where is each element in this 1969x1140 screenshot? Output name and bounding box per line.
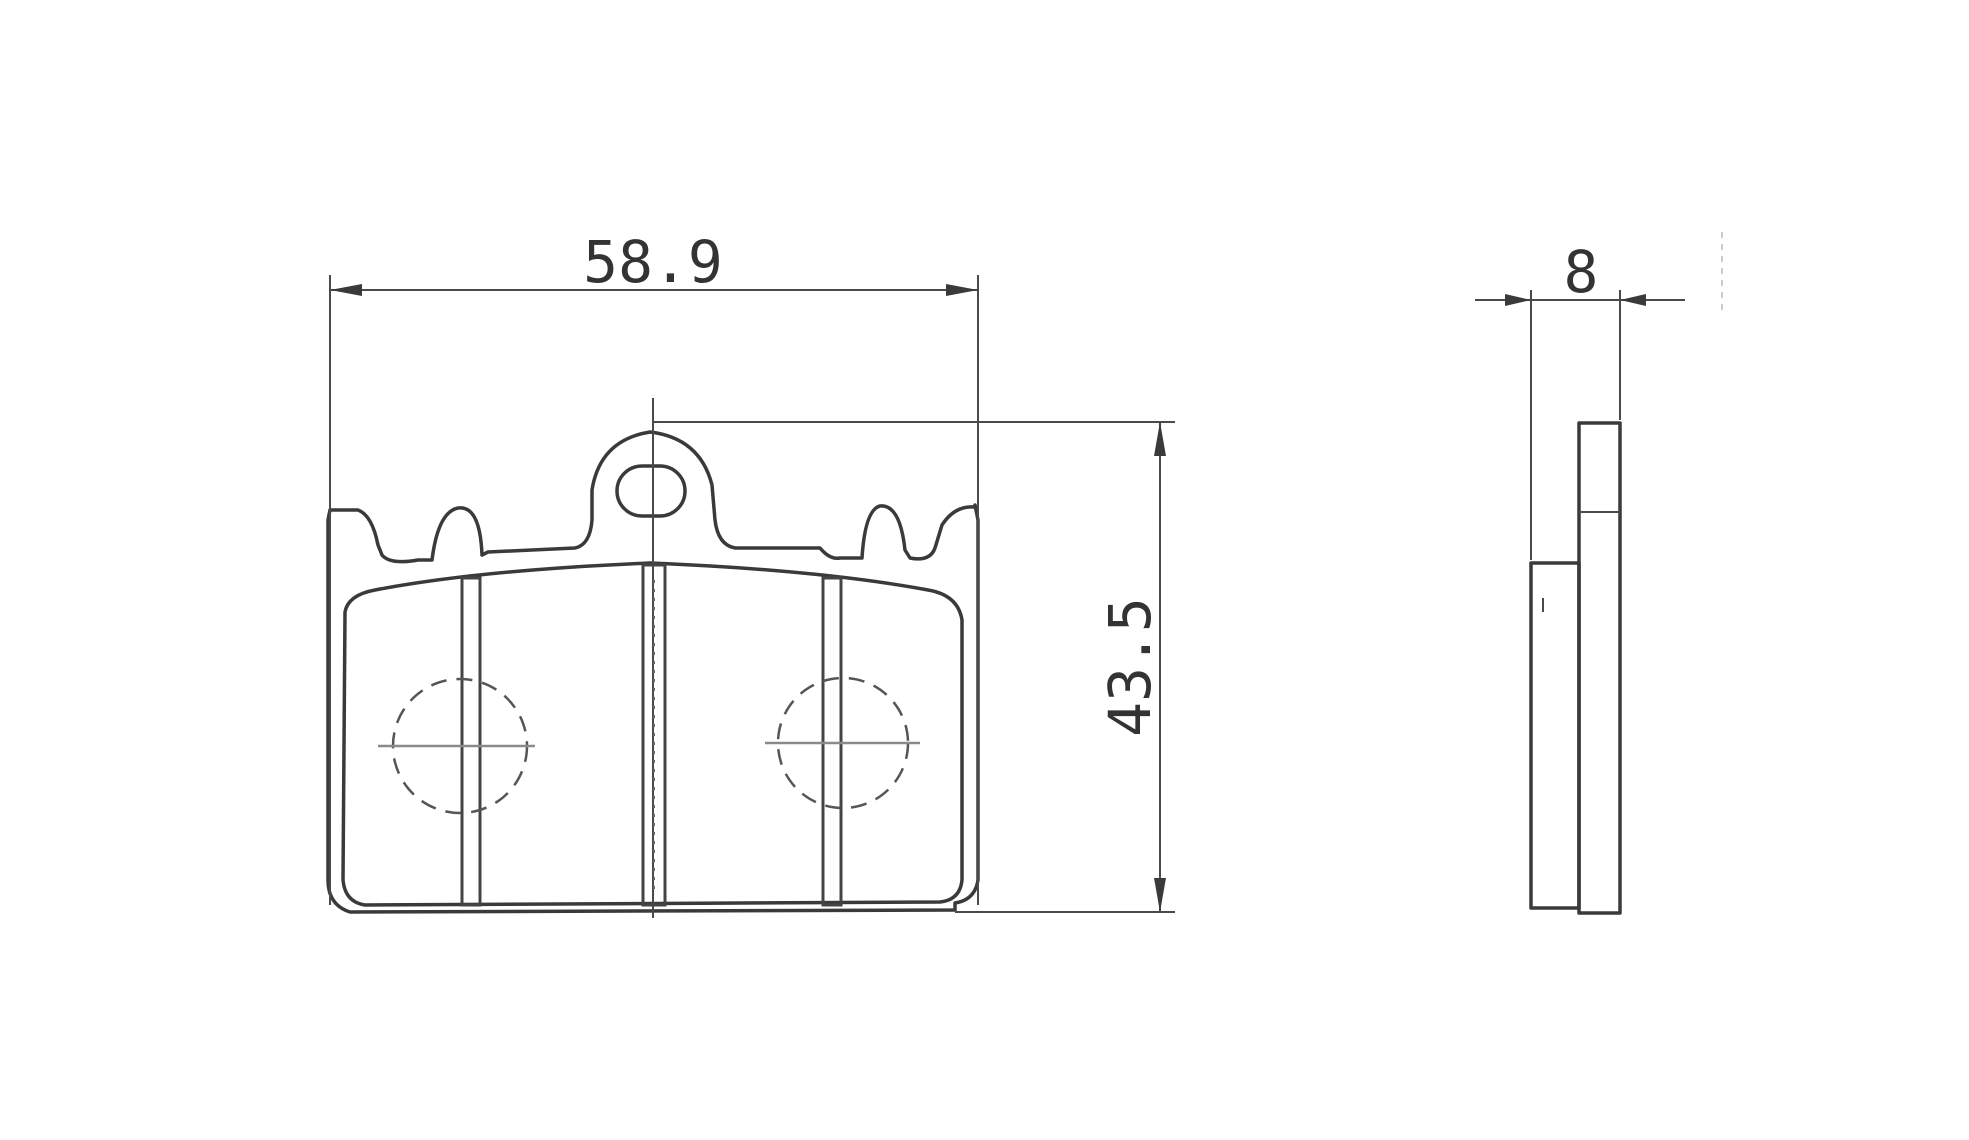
thickness-dimension: 8: [1475, 238, 1685, 560]
thickness-arrow-left: [1505, 294, 1531, 306]
right-slot: [821, 576, 843, 907]
height-dimension: 43.5: [653, 421, 1175, 913]
backing-plate-outline: [326, 430, 980, 914]
side-view: [1529, 421, 1622, 915]
width-arrow-left: [330, 284, 362, 296]
front-view: [326, 398, 980, 918]
width-arrow-right: [946, 284, 978, 296]
left-slot: [460, 576, 482, 907]
width-dimension: 58.9: [329, 228, 979, 905]
mounting-hole: [615, 464, 687, 518]
height-arrow-bottom: [1154, 878, 1166, 912]
width-dimension-label: 58.9: [583, 228, 723, 296]
thickness-arrow-right: [1620, 294, 1646, 306]
center-groove: [641, 563, 667, 907]
side-backing-plate: [1577, 421, 1622, 915]
height-dimension-label: 43.5: [1096, 597, 1164, 737]
side-friction-material: [1529, 561, 1581, 910]
thickness-dimension-label: 8: [1564, 238, 1599, 306]
height-arrow-top: [1154, 422, 1166, 456]
